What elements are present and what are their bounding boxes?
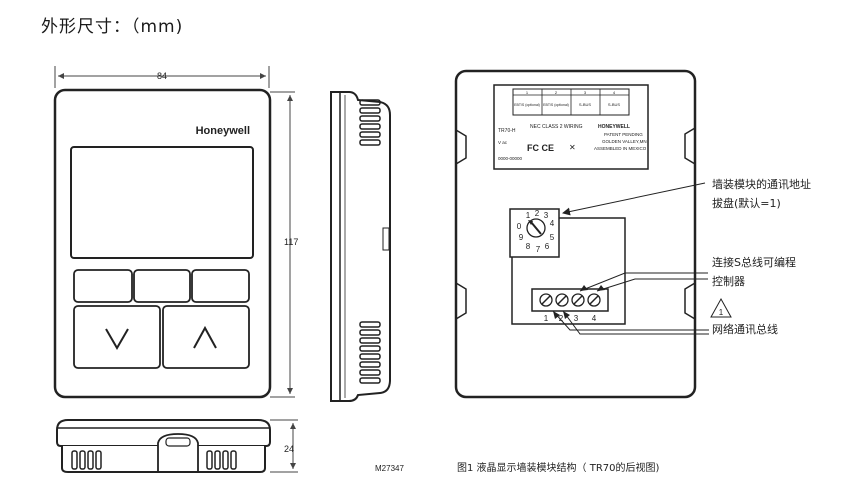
height-dimension-label: 117 <box>284 237 298 247</box>
label-text: 0 <box>517 222 522 231</box>
label-text: EBT/S (optional) <box>514 103 540 107</box>
label-text: 2 <box>559 314 564 323</box>
terminal-block <box>531 288 609 312</box>
label-text: 3 <box>574 314 579 323</box>
down-arrow-icon <box>105 328 129 350</box>
warning-triangle-icon <box>710 297 732 318</box>
dial-pointer <box>530 221 542 235</box>
label-text: PATENT PENDING <box>604 132 643 137</box>
label-text: TR70-H <box>498 128 516 134</box>
function-button-middle <box>133 269 191 303</box>
label-text: 0000-00000 <box>498 156 523 161</box>
label-text: 9 <box>519 233 524 242</box>
label-text: 7 <box>536 245 541 254</box>
bottom-connector <box>157 433 199 471</box>
label-text: 4 <box>613 90 616 95</box>
dial-callout-line2: 拔盘(默认=1) <box>712 196 781 210</box>
label-text: NEC CLASS 2 WIRING <box>530 124 583 130</box>
label-text: 4 <box>550 219 555 228</box>
bottom-vents-right <box>206 450 237 470</box>
up-button <box>162 305 250 369</box>
brand-logo: Honeywell <box>196 125 250 137</box>
label-text: 1 <box>526 90 529 95</box>
up-arrow-icon <box>193 325 217 349</box>
network-callout: 网络通讯总线 <box>712 322 778 336</box>
warning-number: 1 <box>719 308 724 317</box>
label-text: 5 <box>550 233 555 242</box>
side-vents-bottom <box>359 321 381 384</box>
depth-dimension-label: 24 <box>284 444 294 454</box>
label-text: GOLDEN VALLEY,MN <box>602 139 647 144</box>
product-label: 1 2 3 4 EBT/S (optional) EBT/S (optional… <box>493 84 649 170</box>
lcd-screen <box>70 146 254 259</box>
function-button-right <box>191 269 250 303</box>
back-view: 1 2 3 4 EBT/S (optional) EBT/S (optional… <box>454 69 697 399</box>
label-text: 8 <box>526 242 531 251</box>
label-text: 1 <box>544 314 549 323</box>
label-text: S-BUS <box>608 102 621 107</box>
label-text: 2 <box>555 90 558 95</box>
label-text: 1 <box>526 211 531 220</box>
page-title: 外形尺寸：（mm) <box>41 17 184 37</box>
function-button-left <box>73 269 133 303</box>
side-vents-top <box>359 99 381 146</box>
weee-icon: ✕ <box>569 143 576 152</box>
front-view: 84 Honeywell 117 <box>53 66 298 399</box>
figure-id: M27347 <box>375 464 404 473</box>
dial-callout-arrow <box>562 182 706 216</box>
dial-callout-line1: 墙装模块的通讯地址 <box>712 177 811 191</box>
callouts: 墙装模块的通讯地址 拔盘(默认=1) 连接S总线可编程 控制器 1 网络通讯总线 <box>552 177 811 336</box>
address-dial: 1 2 3 4 5 6 7 8 9 0 <box>509 208 560 258</box>
bottom-vents-left <box>71 450 102 470</box>
sbus-callout-line1: 连接S总线可编程 <box>712 255 796 269</box>
fcc-ce-mark: FC CE <box>527 143 554 153</box>
label-text: 4 <box>592 314 597 323</box>
down-button <box>73 305 161 369</box>
label-text: V ac <box>498 140 508 145</box>
label-text: 6 <box>545 242 550 251</box>
label-text: HONEYWELL <box>598 124 630 130</box>
bottom-view: 24 <box>56 419 298 473</box>
label-text: 3 <box>584 90 587 95</box>
side-view <box>330 91 391 402</box>
label-text: 2 <box>535 209 540 218</box>
width-dimension-label: 84 <box>157 71 167 81</box>
label-text: 3 <box>544 211 549 220</box>
figure-caption: 图1 液晶显示墙装模块结构（ TR70的后视图) <box>457 461 660 474</box>
sbus-callout-line2: 控制器 <box>712 274 745 288</box>
label-text: ASSEMBLED IN MEXICO <box>594 146 647 151</box>
label-text: S-BUS <box>579 102 592 107</box>
label-text: EBT/S (optional) <box>543 103 569 107</box>
